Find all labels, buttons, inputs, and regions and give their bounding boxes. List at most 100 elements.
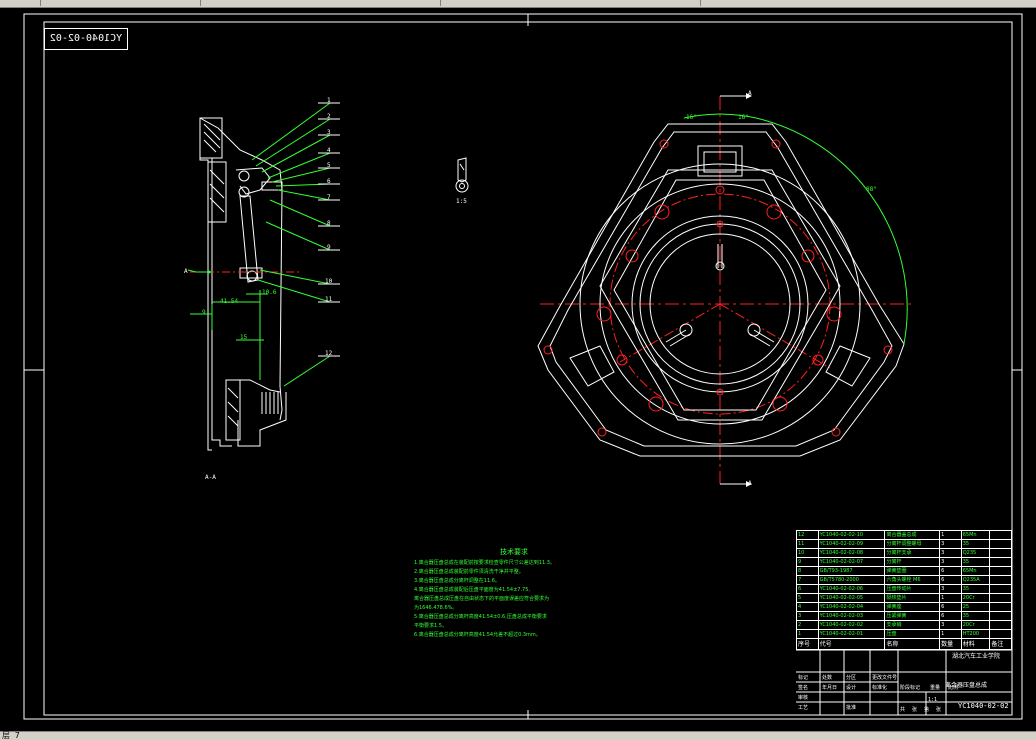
parts-cell-no: 11 (796, 539, 819, 549)
parts-cell-name: 压盘 (884, 629, 941, 639)
toolbar-segment[interactable] (0, 0, 41, 6)
parts-cell-no: 10 (796, 548, 819, 558)
school-name: 湖北汽车工业学院 (952, 653, 1001, 660)
balloon-leaders (251, 102, 331, 387)
parts-cell-qty: 6 (939, 566, 962, 576)
title-block-label: 批准 (846, 705, 857, 711)
title-block-label: 比例 (948, 685, 959, 691)
parts-cell-code: YC1040-02-02-10 (817, 530, 886, 540)
parts-cell-name: 分离杆支承 (884, 548, 941, 558)
balloon-3: 3 (327, 129, 331, 136)
title-block-label: 工艺 (798, 705, 809, 711)
balloon-6: 6 (327, 178, 331, 185)
parts-cell-note (989, 629, 1012, 639)
parts-cell-note (989, 620, 1012, 630)
detail-view[interactable] (455, 157, 469, 193)
title-block-label: 年月日 (822, 685, 838, 691)
parts-cell-no: 6 (796, 584, 819, 594)
parts-cell-qty: 6 (939, 575, 962, 585)
parts-cell-name: 隔热垫片 (884, 593, 941, 603)
mirrored-drawing-number: YC1040-02-02 (44, 28, 128, 50)
title-block-label: 第 (924, 707, 930, 713)
balloon-12: 12 (325, 350, 333, 357)
section-view[interactable] (187, 117, 300, 451)
balloon-8: 8 (327, 220, 331, 227)
title-block-label: 阶段标记 (900, 685, 921, 691)
parts-cell-mat: 20Cr (960, 593, 991, 603)
toolbar-segment[interactable] (860, 0, 1036, 6)
dim-41: 41.54 (220, 298, 239, 305)
section-arrow-head (208, 270, 212, 274)
balloon-5: 5 (327, 162, 331, 169)
layer-status: 层 7 (2, 731, 20, 740)
drawing-canvas[interactable] (0, 8, 1036, 731)
title-block-frame (796, 649, 1012, 715)
parts-cell-no: 3 (796, 611, 819, 621)
parts-cell-name: 分离杆调整螺母 (884, 539, 941, 549)
parts-cell-qty: 3 (939, 620, 962, 630)
parts-cell-no: 5 (796, 593, 819, 603)
parts-cell-mat: 35 (960, 539, 991, 549)
parts-cell-name: 弹簧座 (884, 602, 941, 612)
note-line: 5.离合器压盘总成分离杆高度41.54±0.6,压盘总成平衡要求 (414, 614, 547, 620)
section-label: A-A (205, 474, 216, 481)
title-block-label: 更改文件号 (872, 675, 898, 681)
parts-cell-mat: 65Mn (960, 530, 991, 540)
parts-cell-name: 压紧弹簧 (884, 611, 941, 621)
notes-title: 技术要求 (500, 548, 528, 556)
toolbar-segment[interactable] (380, 0, 441, 6)
parts-cell-note (989, 539, 1012, 549)
parts-cell-note (989, 584, 1012, 594)
parts-cell-qty: 3 (939, 557, 962, 567)
note-line: 平衡要求1.5。 (414, 623, 447, 629)
title-block-label: 处数 (822, 675, 833, 681)
parts-cell-mat: 35 (960, 557, 991, 567)
parts-cell-name: 离合器盖总成 (884, 530, 941, 540)
drawing-code: YC1040-02-02 (958, 702, 1009, 710)
note-line: 1.离合器压盘总成在装配前按要求检查零件尺寸公差达到11.3。 (414, 560, 555, 566)
title-block-label: 审核 (798, 695, 809, 701)
balloon-1: 1 (327, 97, 331, 104)
title-block-label: 共 (900, 707, 906, 713)
toolbar-segment[interactable] (600, 0, 701, 6)
balloon-4: 4 (327, 147, 331, 154)
parts-cell-note (989, 557, 1012, 567)
parts-cell-no: 2 (796, 620, 819, 630)
note-line: 6.离合器压盘总成分离杆高度41.54允差不超过0.3mm。 (414, 632, 541, 638)
parts-cell-note (989, 548, 1012, 558)
balloon-11: 11 (325, 296, 333, 303)
header-mat: 材料 (960, 638, 991, 650)
parts-cell-note (989, 602, 1012, 612)
header-code: 代号 (817, 638, 886, 650)
title-block-label: 张 (936, 707, 942, 713)
toolbar-segment[interactable] (140, 0, 201, 6)
title-block-label: 标准化 (872, 685, 888, 691)
parts-cell-code: YC1040-02-02-06 (817, 584, 886, 594)
drawing-scale: 1:1 (928, 697, 938, 703)
parts-cell-note (989, 566, 1012, 576)
parts-cell-code: YC1040-02-02-01 (817, 629, 886, 639)
parts-cell-no: 12 (796, 530, 819, 540)
parts-cell-name: 弹簧垫圈 (884, 566, 941, 576)
balloon-2: 2 (327, 113, 331, 120)
parts-cell-mat: 25 (960, 602, 991, 612)
parts-cell-qty: 6 (939, 611, 962, 621)
parts-cell-mat: 20Cr (960, 620, 991, 630)
parts-cell-mat: 35 (960, 611, 991, 621)
note-line: 2.离合器压盘总成装配前零件须清洗干净并平整。 (414, 569, 524, 575)
arrow-label-top: A (748, 90, 752, 97)
plan-view[interactable] (537, 93, 912, 487)
title-block-label: 标记 (798, 675, 809, 681)
title-block-label: 张 (912, 707, 918, 713)
parts-cell-qty: 6 (939, 602, 962, 612)
